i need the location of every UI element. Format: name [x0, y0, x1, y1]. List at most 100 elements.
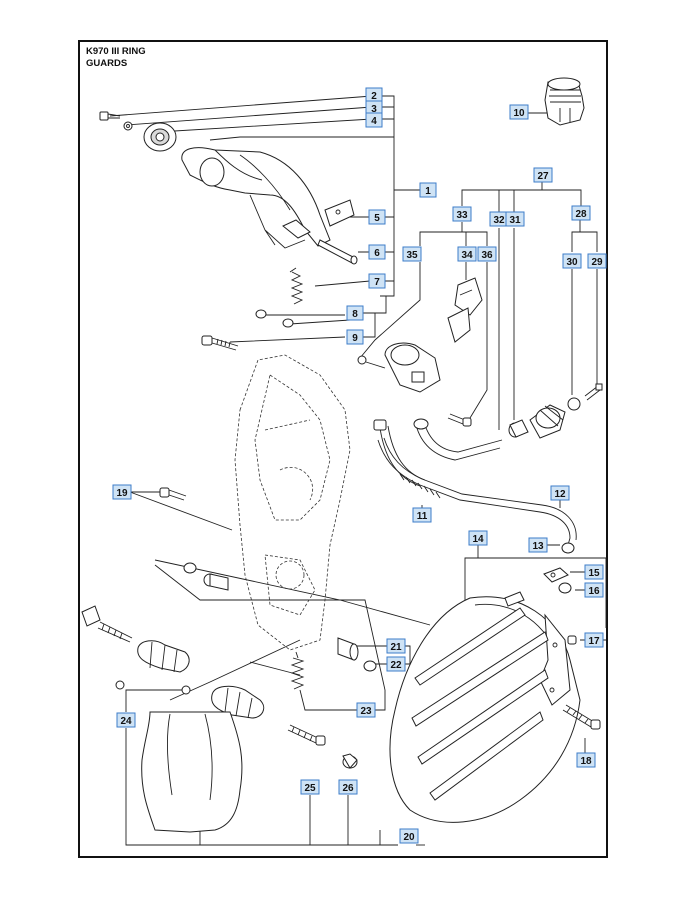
- bolt-part-9: [201, 335, 239, 351]
- diagram-title: K970 III RING GUARDS: [86, 46, 146, 70]
- svg-text:6: 6: [374, 248, 380, 259]
- callout-36: 36: [477, 246, 497, 262]
- callout-14: 14: [468, 530, 488, 546]
- diagram-frame: [78, 40, 608, 858]
- callout-27: 27: [533, 167, 553, 183]
- callout-26: 26: [338, 779, 358, 795]
- callout-5: 5: [368, 209, 386, 225]
- svg-text:36: 36: [481, 250, 493, 261]
- svg-text:1: 1: [425, 186, 431, 197]
- svg-text:19: 19: [116, 488, 128, 499]
- svg-text:25: 25: [304, 783, 316, 794]
- svg-text:11: 11: [417, 511, 428, 522]
- mudflap-part-20: [141, 711, 243, 833]
- svg-text:10: 10: [513, 108, 525, 119]
- svg-text:35: 35: [406, 250, 418, 261]
- callout-33: 33: [452, 206, 472, 222]
- hose-part-11: [373, 419, 577, 546]
- callout-8: 8: [346, 305, 364, 321]
- svg-text:9: 9: [352, 333, 358, 344]
- bearing-part-4: [143, 122, 177, 152]
- cutter-guard-body: [234, 354, 351, 651]
- valve-part-30: [529, 404, 566, 439]
- svg-text:17: 17: [588, 636, 600, 647]
- callout-32: 32: [489, 211, 509, 227]
- rubber-mount-left: [137, 640, 265, 719]
- svg-text:32: 32: [493, 215, 505, 226]
- svg-text:34: 34: [461, 250, 473, 261]
- callout-15: 15: [584, 564, 604, 580]
- callout-1: 1: [419, 182, 437, 198]
- svg-text:24: 24: [120, 716, 132, 727]
- clip-part-15: [543, 567, 569, 583]
- bolt-part-18: [562, 704, 601, 730]
- svg-text:14: 14: [472, 534, 484, 545]
- callout-21: 21: [386, 638, 406, 654]
- svg-text:12: 12: [554, 489, 566, 500]
- plate-part-5: [324, 199, 355, 227]
- nozzle-part-13: [561, 542, 575, 554]
- svg-text:29: 29: [591, 257, 603, 268]
- callout-4: 4: [365, 112, 383, 128]
- bolt-part-25: [287, 724, 326, 746]
- callout-31: 31: [505, 211, 525, 227]
- svg-text:21: 21: [390, 642, 402, 653]
- svg-text:16: 16: [588, 586, 600, 597]
- svg-text:8: 8: [352, 309, 358, 320]
- callout-2: 2: [365, 87, 383, 103]
- screw-part-2: [99, 111, 121, 121]
- svg-text:33: 33: [456, 210, 468, 221]
- washer-part-3: [123, 121, 133, 131]
- ring-guard-part-14: [389, 591, 581, 823]
- connector-part-10: [544, 77, 585, 126]
- screw-part-19: [159, 487, 187, 501]
- leader-lines: [109, 95, 607, 846]
- guard-arm-part-1: [181, 147, 331, 249]
- nut-part-8: [255, 309, 294, 328]
- washer-part-16: [558, 582, 572, 594]
- svg-text:4: 4: [371, 116, 377, 127]
- svg-text:7: 7: [374, 277, 380, 288]
- callout-11: 11: [412, 507, 432, 523]
- screw-part-36: [447, 413, 472, 427]
- svg-text:2: 2: [371, 91, 377, 102]
- callout-22: 22: [386, 656, 406, 672]
- callout-20: 20: [399, 828, 419, 844]
- screw-part-24: [115, 680, 191, 695]
- callout-28: 28: [571, 205, 591, 221]
- svg-text:5: 5: [374, 213, 380, 224]
- callout-10: 10: [509, 104, 529, 120]
- spring-part-7: [289, 267, 304, 305]
- svg-text:22: 22: [390, 660, 402, 671]
- svg-text:18: 18: [580, 756, 592, 767]
- callout-17: 17: [584, 632, 604, 648]
- pin-part-6: [317, 239, 358, 265]
- svg-text:26: 26: [342, 783, 354, 794]
- callout-19: 19: [112, 484, 132, 500]
- spring-part-23: [290, 651, 305, 690]
- title-line-2: GUARDS: [86, 58, 128, 69]
- o-ring-part-22: [363, 660, 377, 672]
- svg-text:28: 28: [575, 209, 587, 220]
- callout-12: 12: [550, 485, 570, 501]
- svg-text:13: 13: [532, 541, 544, 552]
- callout-6: 6: [368, 244, 386, 260]
- water-valve-part-35: [357, 342, 441, 393]
- callout-24: 24: [116, 712, 136, 728]
- svg-text:23: 23: [360, 706, 372, 717]
- nut-part-26: [342, 753, 358, 769]
- svg-text:3: 3: [371, 104, 377, 115]
- callout-7: 7: [368, 273, 386, 289]
- callout-25: 25: [300, 779, 320, 795]
- fitting-part-31: [508, 419, 529, 438]
- callout-18: 18: [576, 752, 596, 768]
- callout-30: 30: [562, 253, 582, 269]
- o-ring-part-29: [567, 383, 603, 411]
- svg-text:27: 27: [537, 171, 549, 182]
- screw-part-17: [567, 635, 577, 645]
- svg-text:20: 20: [403, 832, 415, 843]
- callout-23: 23: [356, 702, 376, 718]
- svg-text:31: 31: [509, 215, 521, 226]
- title-line-1: K970 III RING: [86, 46, 146, 57]
